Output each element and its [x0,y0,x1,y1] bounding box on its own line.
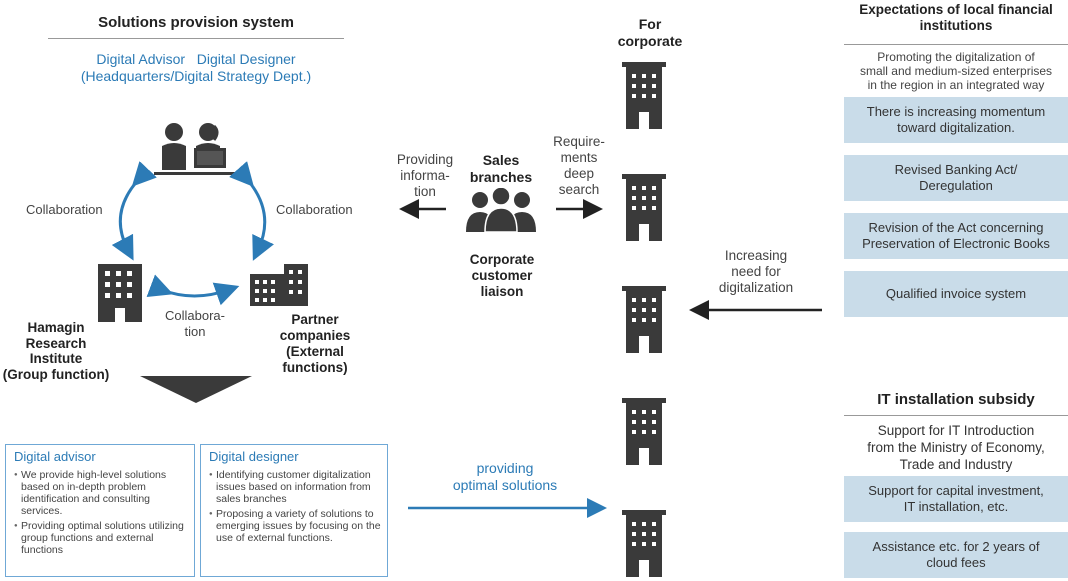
expectation-item-3: Revision of the Act concerning Preservat… [844,213,1068,259]
corporate-building-icon-3 [622,286,666,353]
providing-information-label: Providing informa- tion [396,152,454,199]
headquarters-dept-label: (Headquarters/Digital Strategy Dept.) [80,68,312,84]
hamagin-label: Hamagin Research Institute (Group functi… [2,320,110,382]
advisor-bullet-1: We provide high-level solutions based on… [14,469,188,517]
providing-optimal-solutions-label: providing optimal solutions [452,460,558,493]
designer-bullet-1: Identifying customer digitalization issu… [209,469,381,505]
hamagin-building-icon [98,264,142,322]
corporate-buildings [622,62,666,577]
subsidy-item-1: Support for capital investment, IT insta… [844,476,1068,522]
expectation-item-2: Revised Banking Act/ Deregulation [844,155,1068,201]
digital-advisor-panel: Digital advisor We provide high-level so… [5,444,195,577]
digital-roles-label: Digital Advisor Digital Designer [96,51,296,67]
subsidy-item-2: Assistance etc. for 2 years of cloud fee… [844,532,1068,578]
it-subsidy-title: IT installation subsidy [877,391,1035,408]
corporate-building-icon-2 [622,174,666,241]
for-corporate-title: For corporate [617,16,683,49]
sales-branches-label: Sales branches [469,152,533,185]
designer-bullet-2: Proposing a variety of solutions to emer… [209,508,381,544]
expectation-item-1: There is increasing momentum toward digi… [844,97,1068,143]
expectations-title: Expectations of local financial institut… [859,2,1053,33]
digital-designer-title: Digital designer [209,449,299,464]
corporate-liaison-label: Corporate customer liaison [469,252,535,299]
collaboration-label-left: Collaboration [26,202,103,217]
corporate-building-icon-4 [622,398,666,465]
digital-designer-panel: Digital designer Identifying customer di… [200,444,388,577]
corporate-building-icon-1 [622,62,666,129]
collaboration-label-bottom: Collabora- tion [165,308,225,339]
expectations-divider [844,44,1068,45]
digital-advisor-title: Digital advisor [14,449,96,464]
partner-companies-building-icon [250,264,308,306]
corporate-building-icon-5 [622,510,666,577]
expectations-note: Promoting the digitalization of small an… [859,50,1053,92]
it-subsidy-note: Support for IT Introduction from the Min… [867,423,1045,472]
it-subsidy-divider [844,415,1068,416]
solutions-system-title: Solutions provision system [98,14,294,31]
down-triangle-icon [140,376,252,403]
advisor-bullet-2: Providing optimal solutions utilizing gr… [14,520,188,556]
increasing-need-label: Increasing need for digitalization [718,248,794,295]
requirements-deep-search-label: Require- ments deep search [553,134,605,197]
title-divider [48,38,344,39]
people-at-desk-icon [154,123,236,175]
people-group-icon [466,188,536,233]
partner-companies-label: Partner companies [279,312,351,343]
expectation-item-4: Qualified invoice system [844,271,1068,317]
collaboration-label-right: Collaboration [276,202,353,217]
partner-external-label: (External functions) [282,344,348,375]
